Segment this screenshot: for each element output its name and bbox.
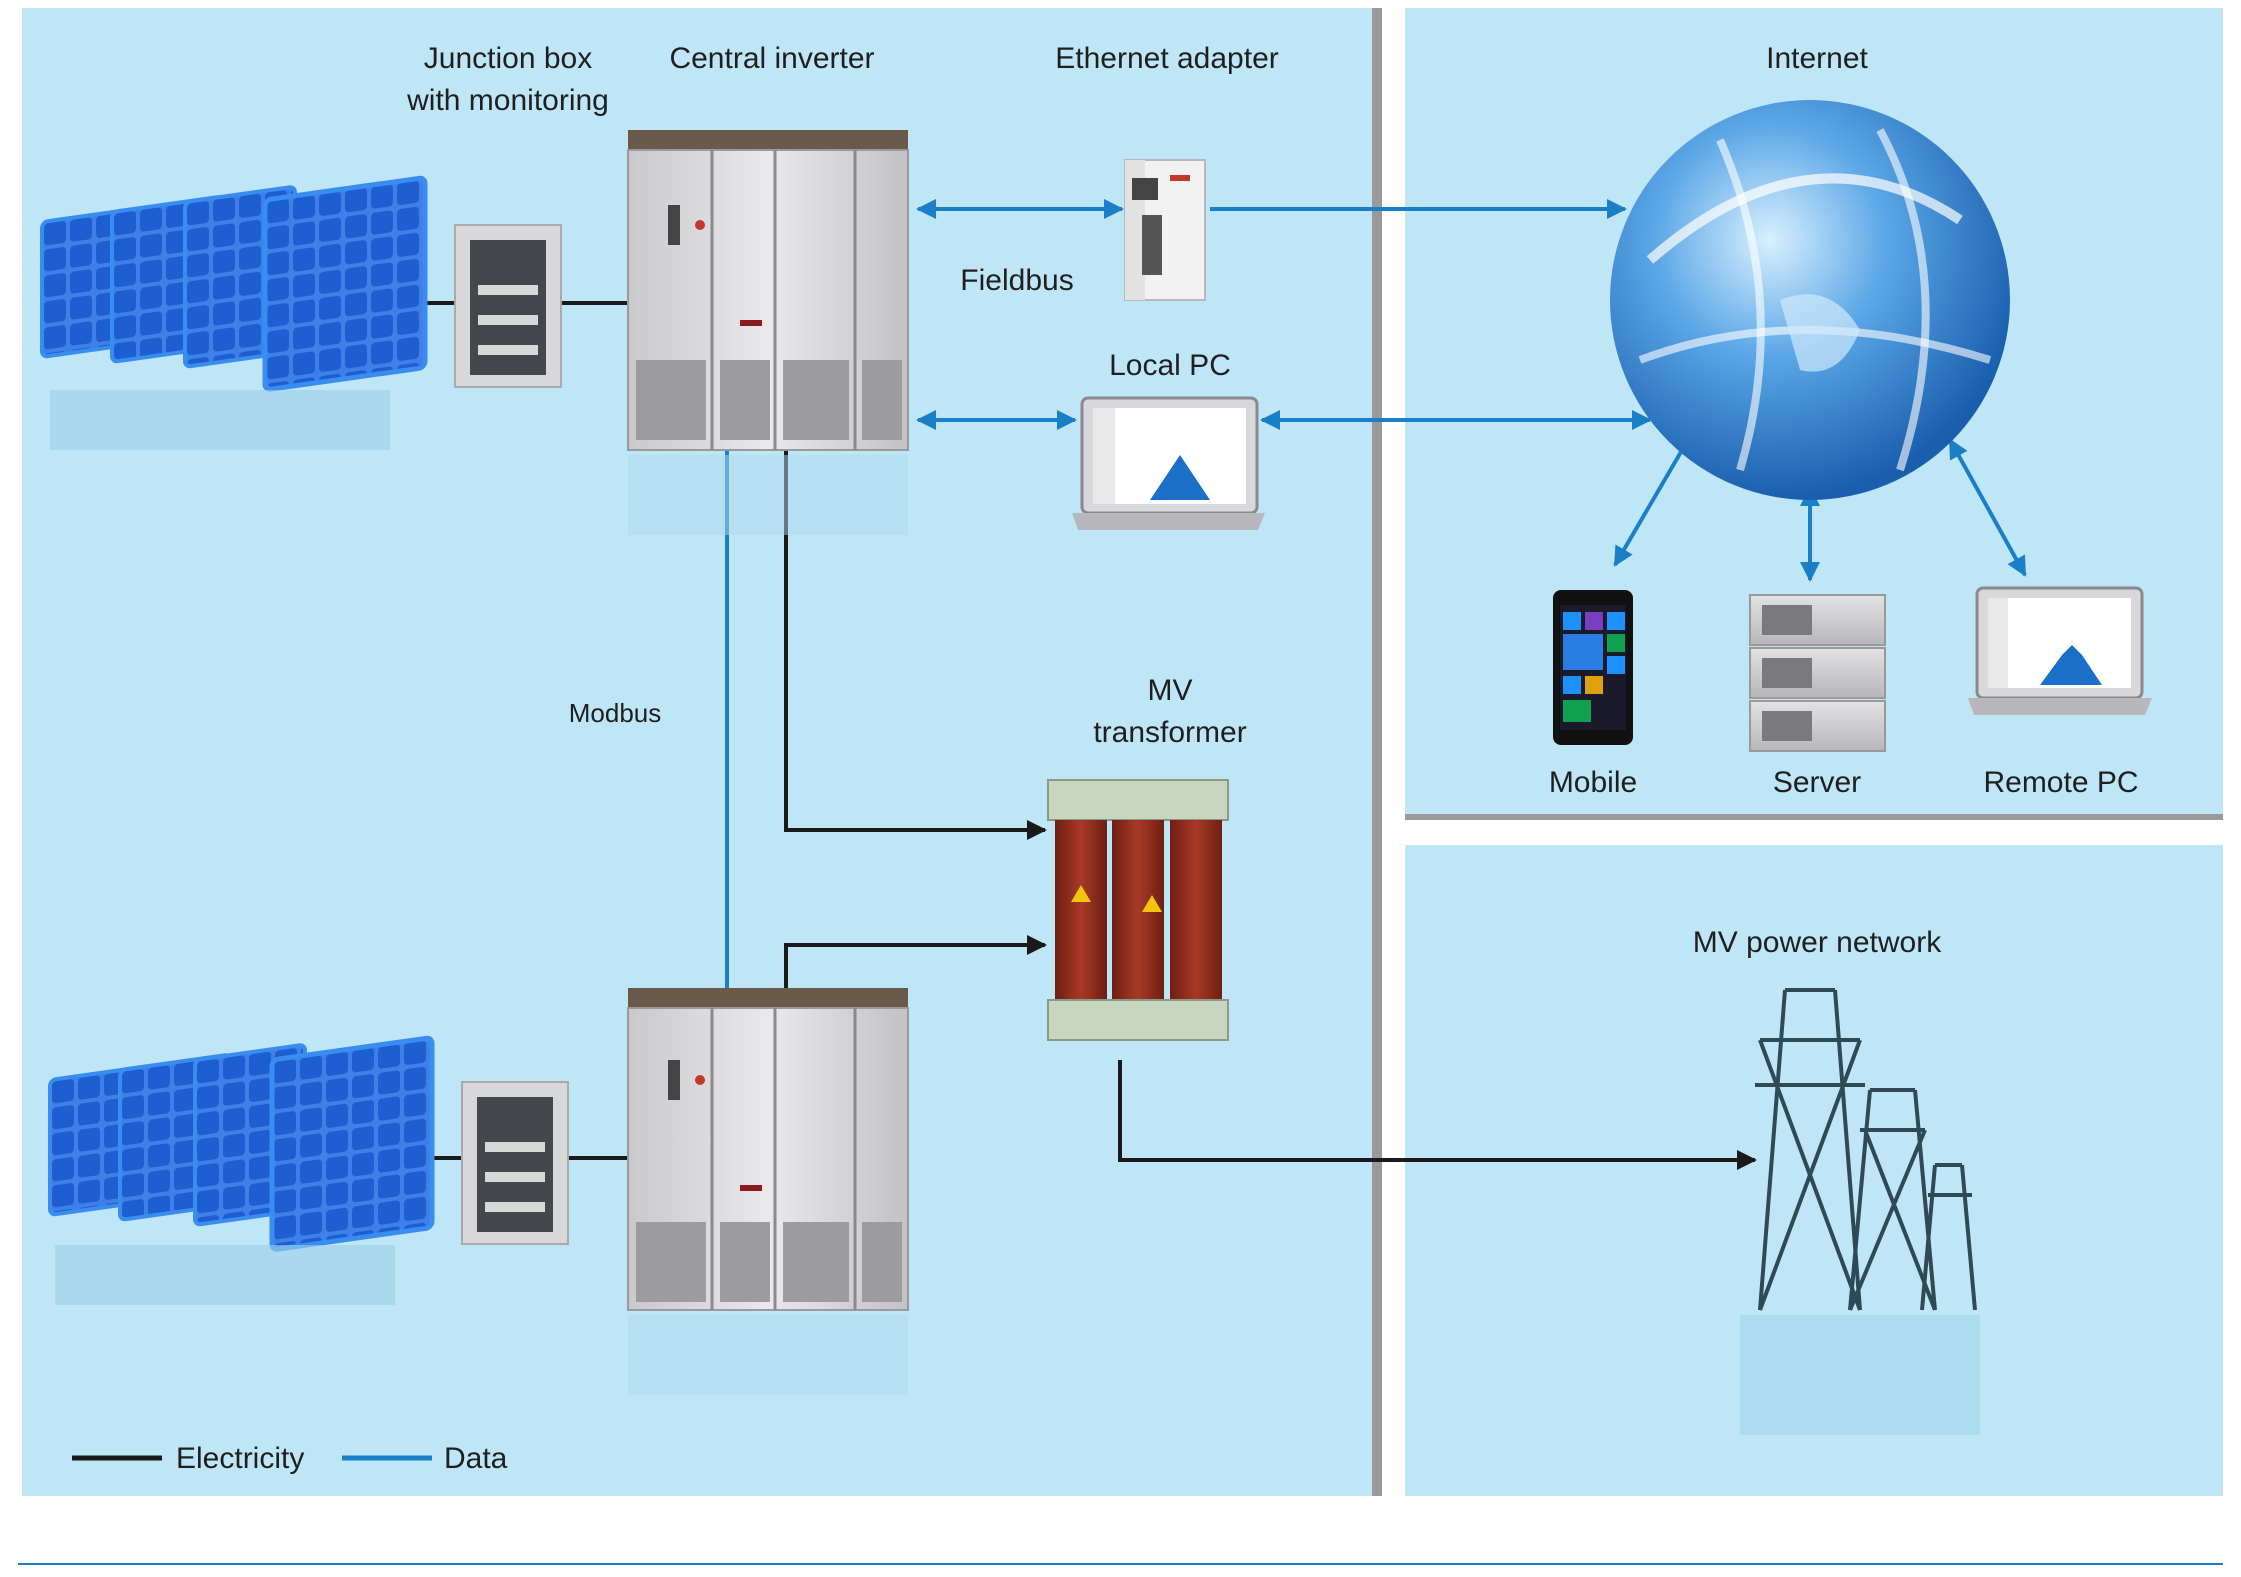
ethernet-adapter: [1124, 159, 1206, 301]
horizontal-divider: [1405, 814, 2223, 820]
modbus-label: Modbus: [569, 698, 662, 728]
solar-array-top: [40, 175, 428, 450]
local-pc-laptop: [1072, 396, 1265, 530]
internet-label: Internet: [1766, 42, 1868, 75]
legend-electricity-label: Electricity: [176, 1442, 304, 1475]
data-lines: [725, 199, 2027, 990]
central-inverter-label: Central inverter: [669, 42, 874, 75]
central-inverter-top: [627, 130, 909, 535]
power-towers: [1740, 988, 1980, 1435]
junction-box-label-sub: with monitoring: [406, 84, 609, 117]
server-rack: [1749, 594, 1886, 752]
legend-data-label: Data: [444, 1442, 508, 1475]
remote-pc-laptop: [1968, 586, 2152, 715]
mv-transformer: [1047, 779, 1229, 1041]
ethernet-adapter-label: Ethernet adapter: [1055, 42, 1279, 75]
junction-box-top: [454, 224, 562, 388]
footer-rule: [18, 1563, 2223, 1565]
mv-transformer-label: MV: [1148, 674, 1193, 707]
solar-array-bottom: [48, 1035, 435, 1305]
legend: Electricity Data: [72, 1442, 508, 1475]
remote-pc-label: Remote PC: [1983, 766, 2138, 799]
internet-globe: [1610, 100, 2010, 500]
vertical-divider: [1372, 8, 1382, 1496]
central-inverter-bottom: [627, 988, 909, 1395]
fieldbus-label: Fieldbus: [960, 264, 1073, 297]
junction-box-label: Junction box: [424, 42, 592, 75]
mv-transformer-label-sub: transformer: [1093, 716, 1246, 749]
mobile-phone: [1553, 590, 1633, 745]
mobile-label: Mobile: [1549, 766, 1637, 799]
local-pc-label: Local PC: [1109, 349, 1231, 382]
mv-power-network-label: MV power network: [1693, 926, 1942, 959]
junction-box-bottom: [461, 1081, 569, 1245]
server-label: Server: [1773, 766, 1861, 799]
